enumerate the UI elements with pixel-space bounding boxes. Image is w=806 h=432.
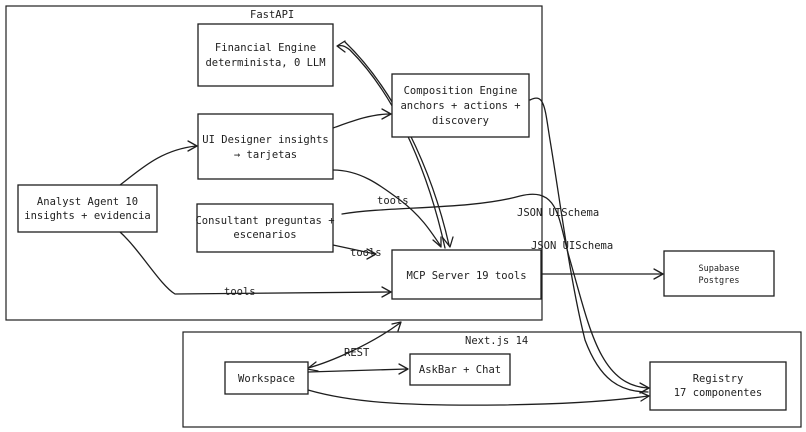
edge-consultant-mcp: [332, 244, 376, 255]
edge-label-json-2: JSON UISchema: [531, 240, 613, 252]
edge-analyst-mcp: [119, 231, 391, 295]
svg-text:Postgres: Postgres: [699, 276, 740, 286]
node-analyst-agent: Analyst Agent 10 insights + evidencia: [17, 184, 158, 233]
svg-text:discovery: discovery: [432, 115, 489, 127]
edge-label-tools-consultant: tools: [350, 247, 382, 259]
edge-composition-registry: [529, 97, 649, 393]
node-workspace: Workspace: [224, 361, 309, 395]
svg-text:Analyst Agent 10: Analyst Agent 10: [37, 196, 138, 208]
node-askbar-chat: AskBar + Chat: [409, 353, 511, 386]
svg-text:Registry: Registry: [693, 373, 744, 385]
svg-text:Consultant preguntas +: Consultant preguntas +: [195, 215, 334, 227]
svg-text:Financial Engine: Financial Engine: [215, 42, 316, 54]
edge-label-rest: REST: [344, 347, 370, 359]
fastapi-group-label: FastAPI: [250, 9, 294, 21]
edge-uidesigner-composition: [332, 113, 391, 129]
edge-uidesigner-mcp: [332, 169, 441, 246]
node-supabase: Supabase Postgres: [663, 250, 775, 297]
fastapi-group: [5, 5, 543, 321]
node-registry: Registry 17 componentes: [649, 361, 787, 411]
svg-text:AskBar + Chat: AskBar + Chat: [419, 364, 501, 376]
svg-text:determinista, 0 LLM: determinista, 0 LLM: [205, 57, 325, 69]
node-consultant: Consultant preguntas + escenarios: [195, 203, 335, 253]
edge-label-tools-ui: tools: [377, 195, 409, 207]
edge-workspace-registry: [307, 389, 649, 406]
edge-consultant-registry: [341, 193, 649, 389]
nextjs-group: [182, 331, 802, 428]
node-composition-engine: Composition Engine anchors + actions + d…: [391, 73, 530, 138]
svg-text:escenarios: escenarios: [233, 229, 296, 241]
svg-text:anchors + actions +: anchors + actions +: [400, 100, 520, 112]
edge-mcp-financial: [337, 44, 446, 249]
edge-label-json-1: JSON UISchema: [517, 207, 599, 219]
svg-text:UI Designer insights: UI Designer insights: [202, 134, 328, 146]
edge-analyst-uidesigner: [119, 145, 197, 186]
svg-text:Supabase: Supabase: [699, 264, 740, 274]
svg-text:MCP Server 19 tools: MCP Server 19 tools: [406, 270, 526, 282]
node-ui-designer: UI Designer insights → tarjetas: [197, 113, 334, 180]
nextjs-group-label: Next.js 14: [465, 335, 528, 347]
node-mcp-server: MCP Server 19 tools: [391, 249, 542, 300]
node-financial-engine: Financial Engine determinista, 0 LLM: [197, 23, 334, 87]
svg-text:Composition Engine: Composition Engine: [404, 85, 518, 97]
edge-workspace-askbar: [307, 368, 408, 373]
edge-workspace-mcp: [307, 322, 401, 369]
svg-text:→ tarjetas: → tarjetas: [234, 149, 297, 161]
svg-text:Workspace: Workspace: [238, 373, 295, 385]
svg-text:17 componentes: 17 componentes: [674, 387, 763, 399]
svg-text:insights + evidencia: insights + evidencia: [24, 210, 150, 222]
edge-label-tools-analyst: tools: [224, 286, 256, 298]
